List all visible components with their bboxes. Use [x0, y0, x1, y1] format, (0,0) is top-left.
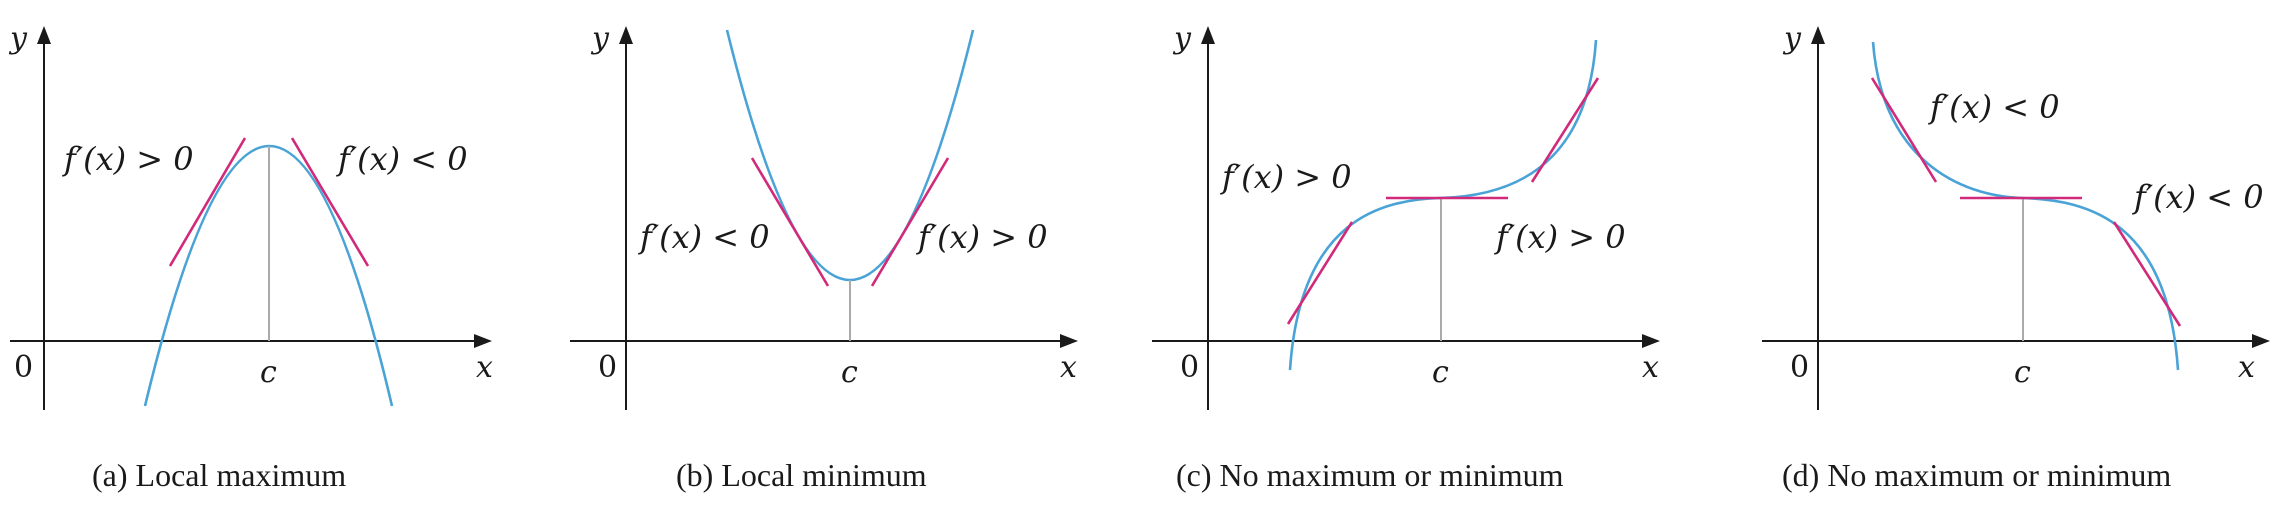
tangent-right: [290, 137, 370, 267]
c-label: c: [841, 355, 858, 390]
y-axis-arrow: [1201, 26, 1215, 44]
y-axis-label: y: [590, 21, 610, 56]
x-axis-label: x: [2238, 350, 2255, 385]
curve: [1288, 39, 1598, 371]
x-axis-label: x: [1642, 350, 1659, 385]
y-axis-arrow: [619, 26, 633, 44]
derivative-label-left: f′(x) < 0: [638, 218, 770, 256]
tangent-right: [1530, 77, 1600, 183]
origin-label: 0: [1180, 350, 1199, 385]
c-label: c: [260, 355, 277, 390]
tangent-right: [2112, 221, 2182, 327]
c-label: c: [1432, 355, 1449, 390]
x-axis-label: x: [1060, 350, 1077, 385]
y-axis-label: y: [1782, 21, 1802, 56]
panel-c: y x 0 c f′(x) > 0 f′(x) > 0 (c) No maxim…: [1152, 21, 1660, 493]
panel-a: y x 0 c f′(x) > 0 f′(x) < 0 (a) Local ma…: [8, 21, 493, 493]
derivative-label-right: f′(x) < 0: [336, 140, 468, 178]
x-axis-label: x: [476, 350, 493, 385]
caption: (a) Local maximum: [92, 457, 346, 493]
panel-d: y x 0 c f′(x) < 0 f′(x) < 0 (d) No maxim…: [1762, 21, 2270, 493]
x-axis-arrow: [1642, 334, 1660, 348]
origin-label: 0: [598, 350, 617, 385]
x-axis-arrow: [1060, 334, 1078, 348]
y-axis-label: y: [8, 21, 28, 56]
panel-b: y x 0 c f′(x) < 0 f′(x) > 0 (b) Local mi…: [570, 21, 1078, 493]
origin-label: 0: [1790, 350, 1809, 385]
derivative-label-left: f′(x) < 0: [1928, 88, 2060, 126]
tangent-left: [1870, 77, 1938, 183]
y-axis-arrow: [37, 26, 51, 44]
y-axis-label: y: [1172, 21, 1192, 56]
caption: (b) Local minimum: [676, 457, 927, 493]
caption: (c) No maximum or minimum: [1176, 457, 1564, 493]
tangent-left: [1286, 221, 1354, 325]
derivative-label-right: f′(x) > 0: [1494, 218, 1626, 256]
y-axis-arrow: [1811, 26, 1825, 44]
derivative-label-left: f′(x) > 0: [1220, 158, 1352, 196]
tangent-left: [750, 157, 830, 287]
tangent-left: [168, 137, 247, 267]
derivative-label-right: f′(x) < 0: [2132, 178, 2264, 216]
caption: (d) No maximum or minimum: [1782, 457, 2171, 493]
derivative-label-right: f′(x) > 0: [916, 218, 1048, 256]
origin-label: 0: [14, 350, 33, 385]
tangent-right: [870, 157, 950, 287]
x-axis-arrow: [2252, 334, 2270, 348]
c-label: c: [2014, 355, 2031, 390]
x-axis-arrow: [474, 334, 492, 348]
derivative-label-left: f′(x) > 0: [62, 140, 194, 178]
